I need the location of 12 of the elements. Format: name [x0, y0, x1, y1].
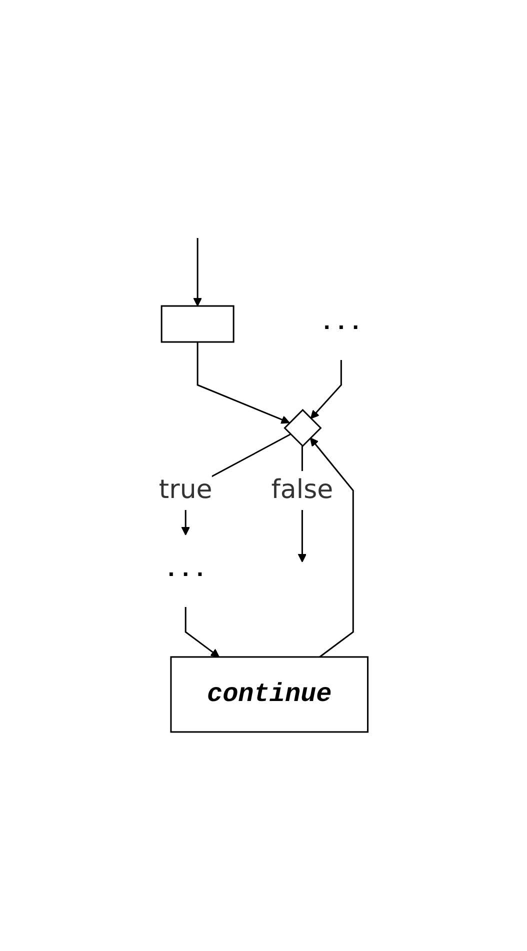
- arrow: [310, 437, 354, 658]
- edge-label: false: [271, 474, 334, 504]
- arrow: [196, 342, 290, 424]
- node-box: continue: [170, 656, 369, 732]
- node-text: ...: [164, 556, 208, 584]
- arrow: [193, 238, 202, 306]
- edge-label: true: [159, 474, 212, 504]
- node-text: ...: [320, 310, 363, 337]
- arrow: [310, 360, 342, 418]
- arrow: [184, 606, 220, 657]
- node-diamond: [284, 408, 322, 447]
- node-box: [160, 304, 234, 342]
